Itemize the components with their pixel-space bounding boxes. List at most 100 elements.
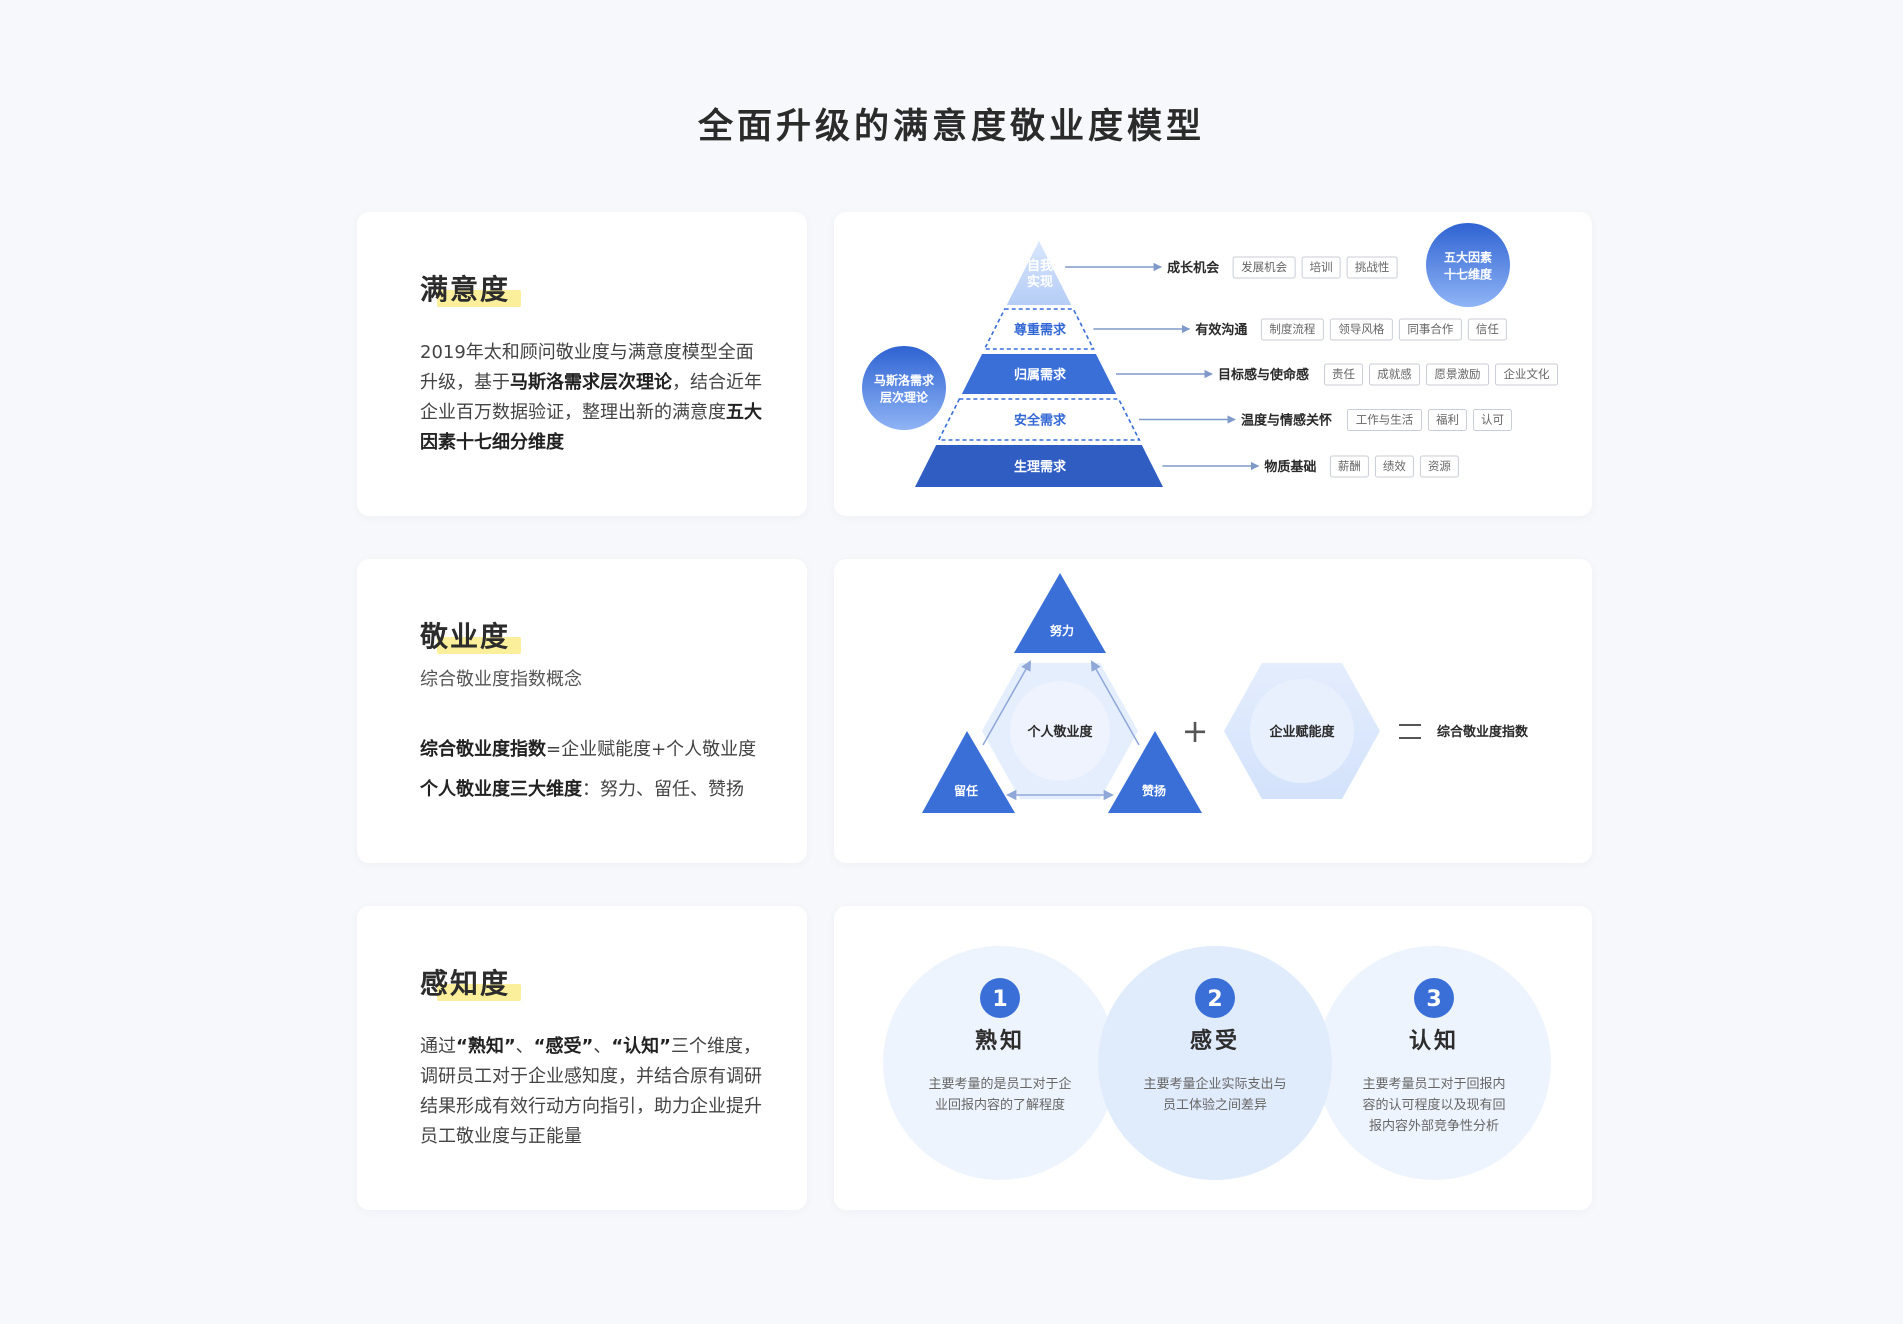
factor-tag [1329, 455, 1369, 478]
factor-tag [1419, 455, 1459, 478]
factor-tag [1324, 363, 1364, 386]
heading-highlight [437, 290, 521, 307]
desc-bold: “感受” [533, 1036, 594, 1057]
factor-tag-label: 培训 [1310, 260, 1333, 274]
desc-bold: “熟知” [456, 1036, 516, 1057]
step-number: 2 [1207, 987, 1222, 1012]
factor-tag [1301, 256, 1341, 279]
factor-tag [1232, 256, 1296, 279]
perception-circle [1098, 946, 1332, 1180]
perception-heading: 感知度 [420, 967, 511, 1000]
desc-part: 、 [515, 1036, 534, 1057]
satisfaction-heading: 满意度 [420, 273, 511, 306]
factor-tag [1495, 363, 1559, 386]
factor-tag [1398, 318, 1462, 341]
desc-part: 2019年太和顾问敬业度与满意度模型全面升级，基于 [420, 342, 754, 393]
pyramid-level-label: 自我 [1027, 258, 1053, 274]
individual-circle [1010, 681, 1110, 781]
effort-triangle [1014, 573, 1106, 653]
pyramid-level-label: 实现 [1027, 274, 1053, 290]
perception-circle [1317, 946, 1551, 1180]
step-description: 业回报内容的了解程度 [935, 1097, 1065, 1113]
step-title: 感受 [1190, 1028, 1240, 1054]
factor-category: 成长机会 [1167, 260, 1220, 276]
step-title: 认知 [1409, 1028, 1459, 1054]
individual-label: 个人敬业度 [1026, 724, 1093, 740]
factor-tag [1472, 409, 1512, 431]
factor-tag [1369, 363, 1421, 386]
factor-tag [1374, 455, 1414, 478]
engagement-definition: 综合敬业度指数=企业赋能度+个人敬业度 [420, 735, 756, 761]
step-number: 1 [992, 987, 1007, 1012]
result-label: 综合敬业度指数 [1437, 724, 1529, 740]
step-description: 报内容外部竞争性分析 [1369, 1118, 1499, 1134]
def-rest: ：努力、留任、赞扬 [582, 779, 744, 800]
maslow-theory-bubble-label: 马斯洛需求 [874, 373, 935, 388]
effort-label: 努力 [1050, 623, 1074, 638]
five-factors-bubble-label: 十七维度 [1444, 267, 1493, 282]
step-description: 主要考量员工对于回报内 [1362, 1076, 1505, 1092]
factor-tag-label: 责任 [1332, 367, 1355, 381]
factor-tag [1260, 318, 1324, 341]
factor-tag [1467, 318, 1507, 341]
perception-circles-diagram: 1熟知主要考量的是员工对于企业回报内容的了解程度2感受主要考量企业实际支出与员工… [883, 946, 1551, 1180]
pyramid-level [937, 398, 1141, 441]
retention-triangle [922, 731, 1015, 813]
step-description: 主要考量的是员工对于企 [928, 1076, 1071, 1092]
factor-tag-label: 绩效 [1383, 459, 1407, 473]
step-number-badge [980, 978, 1020, 1018]
factor-tag-label: 资源 [1428, 459, 1452, 473]
engagement-subtitle: 综合敬业度指数概念 [420, 669, 582, 690]
factor-tag-label: 同事合作 [1407, 322, 1453, 336]
factor-category: 有效沟通 [1195, 322, 1247, 338]
pyramid-level-label: 生理需求 [1014, 459, 1067, 475]
factor-tag-label: 企业文化 [1504, 367, 1550, 381]
five-factors-bubble-label: 五大因素 [1444, 250, 1492, 265]
step-number-badge [1195, 978, 1235, 1018]
factor-tag-label: 认可 [1481, 413, 1504, 427]
factor-tag-label: 福利 [1436, 413, 1459, 427]
heading-highlight [437, 637, 521, 654]
desc-bold: “认知” [611, 1036, 672, 1057]
factor-tag-label: 愿景激励 [1435, 367, 1481, 381]
factor-tag [1329, 318, 1393, 341]
factor-tag [1346, 409, 1422, 431]
enterprise-label: 企业赋能度 [1268, 724, 1335, 740]
pyramid-level [915, 445, 1163, 487]
arrow-left-top [982, 660, 1032, 746]
def-bold: 个人敬业度三大维度 [420, 779, 582, 800]
pyramid-level [983, 308, 1095, 350]
step-description: 员工体验之间差异 [1163, 1097, 1267, 1113]
desc-part: 、 [593, 1036, 612, 1057]
engagement-diagram-card: 个人敬业度 努力 留任 赞扬 + 企业赋能度 综合敬业度指数 [834, 559, 1592, 863]
pyramid-level-label: 安全需求 [1014, 413, 1067, 429]
satisfaction-description: 2019年太和顾问敬业度与满意度模型全面升级，基于马斯洛需求层次理论，结合近年企… [420, 338, 770, 458]
maslow-card: 自我实现成长机会发展机会培训挑战性尊重需求有效沟通制度流程领导风格同事合作信任归… [834, 212, 1592, 516]
engagement-heading: 敬业度 [420, 620, 511, 653]
pyramid-level-label: 归属需求 [1014, 367, 1067, 383]
pyramid-level [961, 354, 1117, 394]
maslow-theory-bubble-label: 层次理论 [880, 390, 929, 405]
factor-tag-label: 发展机会 [1241, 260, 1287, 274]
engagement-formula-diagram: 个人敬业度 努力 留任 赞扬 + 企业赋能度 综合敬业度指数 [922, 573, 1529, 813]
step-number: 3 [1426, 987, 1441, 1012]
factor-tag [1346, 256, 1398, 279]
praise-triangle [1108, 731, 1202, 813]
step-number-badge [1414, 978, 1454, 1018]
factor-category: 物质基础 [1264, 459, 1316, 475]
engagement-dimensions: 个人敬业度三大维度：努力、留任、赞扬 [420, 775, 744, 801]
desc-part: ，结合近年企业百万数据验证，整理出新的满意度 [420, 372, 762, 423]
factor-tag [1427, 409, 1467, 431]
plus-sign: + [1182, 712, 1209, 750]
desc-bold: 马斯洛需求层次理论 [510, 372, 672, 393]
factor-tag-label: 制度流程 [1269, 322, 1315, 336]
page-title: 全面升级的满意度敬业度模型 [697, 107, 1205, 147]
arrow-right-top [1090, 660, 1140, 746]
factor-tag-label: 领导风格 [1338, 322, 1384, 336]
factor-tag-label: 工作与生活 [1356, 413, 1414, 427]
factor-tag [1426, 363, 1490, 386]
factor-tag-label: 信任 [1476, 322, 1500, 336]
step-title: 熟知 [975, 1028, 1025, 1054]
retention-label: 留任 [954, 783, 978, 798]
